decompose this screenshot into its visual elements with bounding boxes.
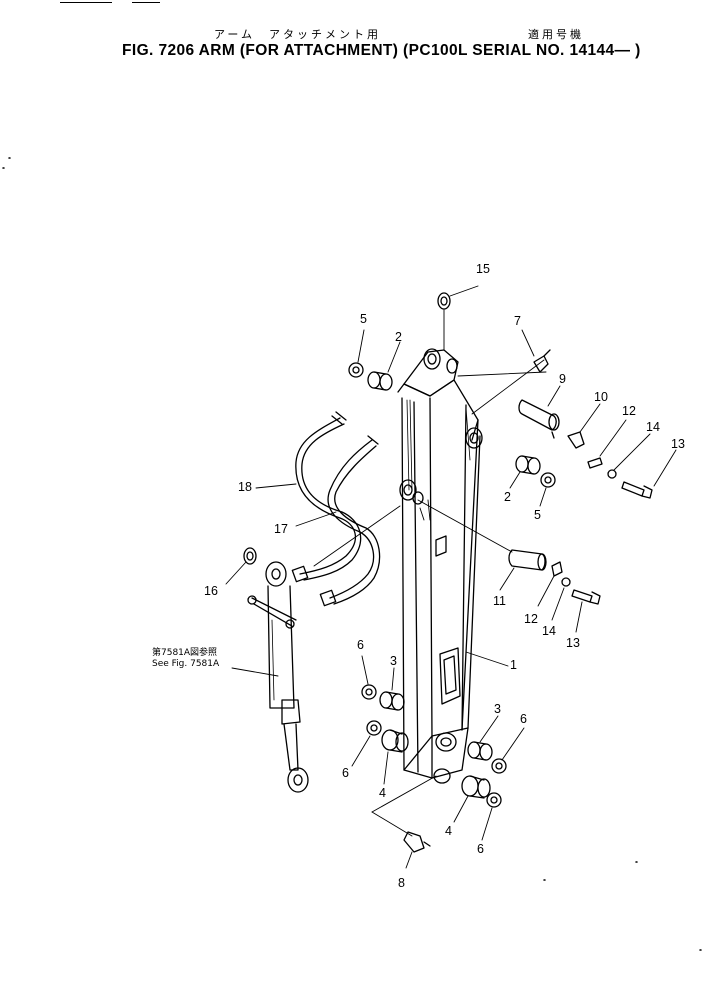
part-2-bushing-upper — [367, 371, 393, 391]
part-2-bushing-middle — [515, 455, 541, 475]
part-7-grease-fitting — [533, 349, 551, 373]
callout-9: 9 — [559, 372, 566, 386]
japanese-title: アーム アタッチメント用 — [214, 28, 382, 41]
see-figure-reference-jp: 第7581A図参照 — [152, 648, 218, 658]
part-9-pin — [518, 399, 560, 439]
callout-5-middle: 5 — [534, 508, 541, 522]
part-13-bolt-lower — [571, 589, 601, 605]
part-11-pin — [508, 549, 547, 571]
top-rule-right — [132, 2, 160, 3]
callout-6-left-lower: 6 — [342, 766, 349, 780]
callout-12-lower: 12 — [524, 612, 538, 626]
see-figure-reference: 第7581A図参照 See Fig. 7581A — [152, 648, 219, 670]
callout-6-right-upper: 6 — [520, 712, 527, 726]
callout-13-lower: 13 — [566, 636, 580, 650]
hose-17-leader — [313, 505, 401, 567]
part-4-collar-left — [381, 729, 409, 753]
callout-15: 15 — [476, 262, 490, 276]
callout-5-upper: 5 — [360, 312, 367, 326]
callout-14-lower: 14 — [542, 624, 556, 638]
part-3-bushing-right — [467, 741, 493, 761]
leader-lines — [225, 285, 677, 869]
callout-10: 10 — [594, 390, 608, 404]
callout-2-middle: 2 — [504, 490, 511, 504]
part-3-bushing-left — [379, 691, 405, 711]
arm-body — [397, 348, 483, 784]
part-6-ring-left-lower — [366, 720, 382, 736]
part-4-collar-right — [461, 775, 491, 799]
callout-18: 18 — [238, 480, 252, 494]
callout-1: 1 — [510, 658, 517, 672]
part-12-plate-lower — [551, 561, 563, 577]
callout-8: 8 — [398, 876, 405, 890]
callout-14-upper: 14 — [646, 420, 660, 434]
part-10-fitting — [567, 431, 585, 449]
part-12-plate-upper — [587, 457, 603, 469]
callout-13-upper: 13 — [671, 437, 685, 451]
part-6-ring-left-upper — [361, 684, 377, 700]
japanese-applicable-serial: 適用号機 — [528, 28, 584, 41]
hose-18 — [291, 411, 362, 583]
callout-11: 11 — [493, 594, 506, 608]
scan-specks — [2, 157, 702, 951]
part-15-shim — [437, 292, 451, 310]
part-8-grease-fitting — [403, 831, 431, 853]
part-5-ring-upper — [348, 362, 364, 378]
callout-12-upper: 12 — [622, 404, 636, 418]
callout-17: 17 — [274, 522, 288, 536]
part-5-ring-middle — [540, 472, 556, 488]
callout-7: 7 — [514, 314, 521, 328]
callout-3-right: 3 — [494, 702, 501, 716]
callout-6-right-lower: 6 — [477, 842, 484, 856]
bucket-cylinder — [247, 561, 309, 793]
callout-3-left: 3 — [390, 654, 397, 668]
callout-2-upper: 2 — [395, 330, 402, 344]
figure-title: FIG. 7206 ARM (FOR ATTACHMENT) (PC100L S… — [122, 42, 641, 59]
see-figure-reference-en: See Fig. 7581A — [152, 659, 220, 669]
callout-16: 16 — [204, 584, 218, 598]
part-6-ring-right-upper — [491, 758, 507, 774]
callout-6-left-upper: 6 — [357, 638, 364, 652]
part-16-shim — [243, 547, 257, 565]
part-14-washer-upper — [607, 469, 617, 479]
top-rule-left — [60, 2, 112, 3]
part-13-bolt-upper — [621, 481, 653, 499]
callout-4-right: 4 — [445, 824, 452, 838]
callout-4-left: 4 — [379, 786, 386, 800]
hose-17 — [319, 435, 381, 607]
part-14-washer-lower — [561, 577, 571, 587]
part-6-ring-right-lower — [486, 792, 502, 808]
